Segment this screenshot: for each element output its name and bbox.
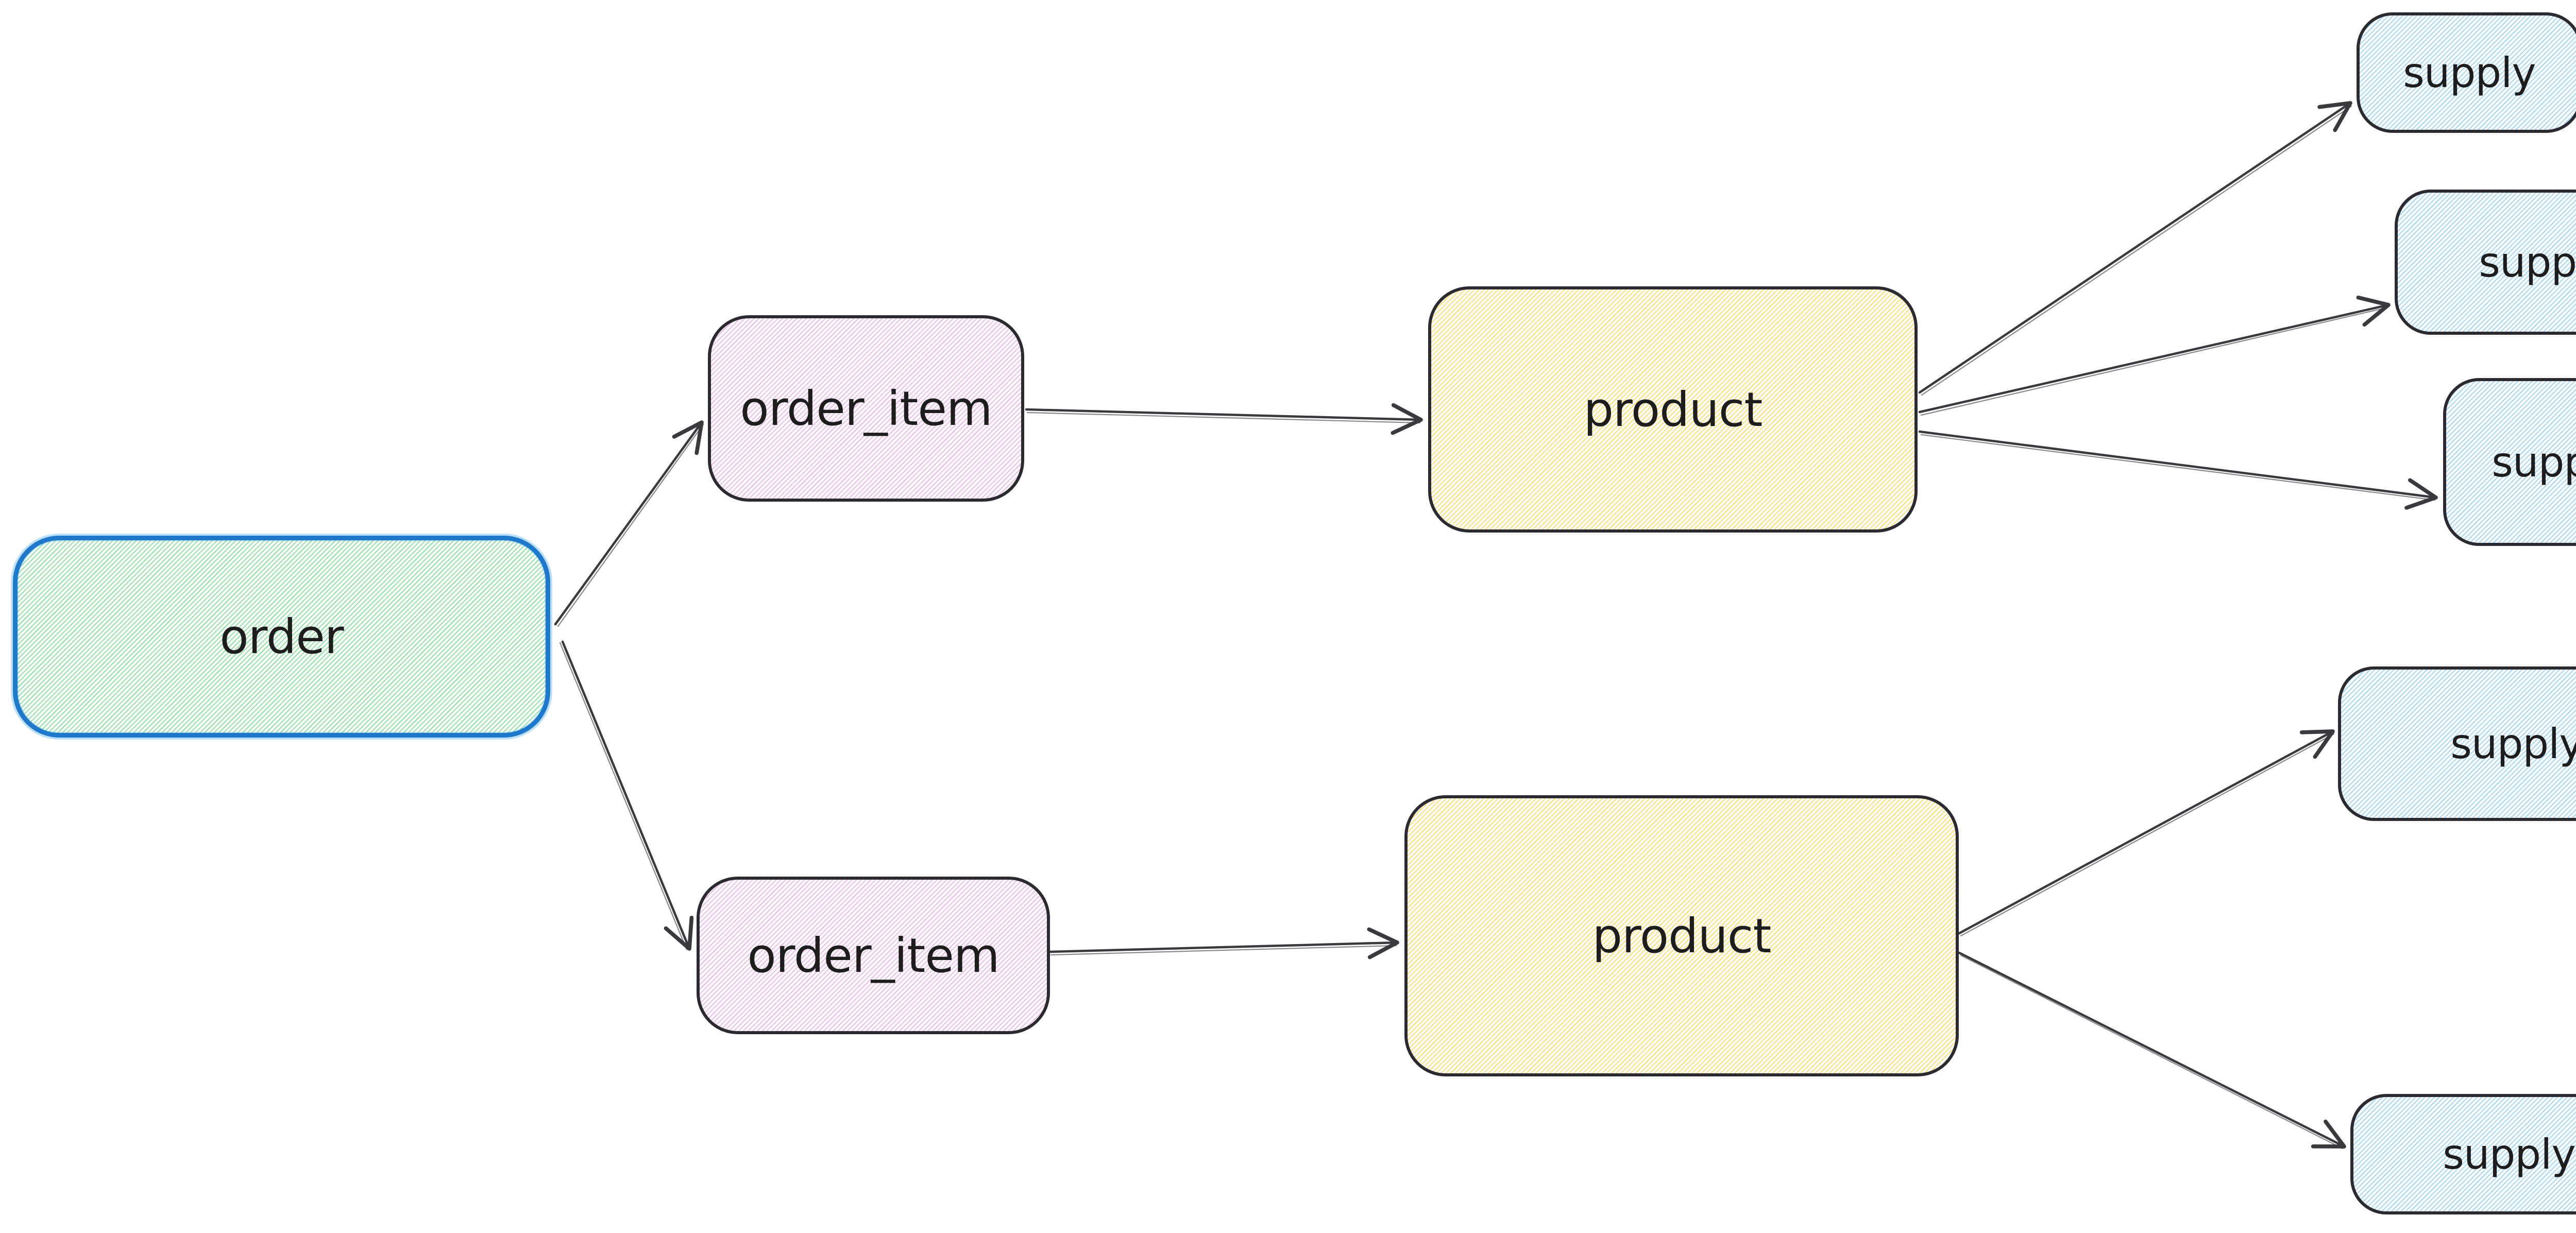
arrow-product-top-to-supply-2-echo	[1920, 306, 2388, 416]
node-product-bottom-label: product	[1592, 908, 1772, 964]
node-order-item-bottom: order_item	[697, 877, 1050, 1034]
node-supply-3-label: supply	[2492, 438, 2576, 486]
node-order-label: order	[219, 609, 344, 664]
node-supply-5: supply	[2350, 1094, 2576, 1214]
node-supply-3: supply	[2443, 378, 2576, 546]
node-product-top-label: product	[1583, 382, 1763, 437]
arrow-product-top-to-supply-1-echo	[1921, 105, 2352, 396]
arrow-order-item-bottom-to-product-bottom	[1048, 927, 1399, 960]
node-order-item-top-label: order_item	[740, 381, 992, 436]
arrow-product-bottom-to-supply-5-echo	[1960, 954, 2344, 1150]
arrow-product-bottom-to-supply-4-echo	[1960, 733, 2335, 937]
arrow-order-item-top-to-product-top-echo	[1026, 412, 1421, 424]
node-supply-2-label: supply	[2479, 238, 2576, 286]
node-order-item-top: order_item	[708, 315, 1024, 502]
node-order: order	[13, 536, 550, 738]
arrow-order-to-order-item-top	[554, 420, 704, 626]
arrow-product-top-to-supply-1	[1918, 101, 2352, 394]
arrow-product-top-to-supply-2	[1918, 295, 2391, 414]
arrow-order-item-top-to-product-top	[1025, 403, 1423, 435]
arrow-order-item-bottom-to-product-bottom-echo	[1050, 945, 1397, 956]
node-supply-4-label: supply	[2450, 720, 2576, 768]
node-product-bottom: product	[1404, 795, 1959, 1076]
arrow-order-to-order-item-bottom	[561, 640, 694, 951]
node-order-item-bottom-label: order_item	[747, 928, 999, 983]
node-supply-1-label: supply	[2403, 48, 2536, 97]
arrow-product-top-to-supply-3	[1918, 430, 2438, 510]
node-product-top: product	[1428, 286, 1918, 533]
arrow-order-to-order-item-bottom-echo	[559, 642, 688, 951]
node-supply-4: supply	[2338, 666, 2576, 821]
arrow-product-bottom-to-supply-4	[1958, 729, 2335, 935]
node-supply-2: supply	[2395, 190, 2576, 335]
node-supply-1: supply	[2357, 12, 2576, 133]
arrow-product-top-to-supply-3-echo	[1920, 434, 2436, 501]
arrow-product-bottom-to-supply-5	[1958, 951, 2346, 1149]
arrow-order-to-order-item-top-echo	[557, 423, 704, 627]
node-supply-5-label: supply	[2443, 1130, 2576, 1178]
